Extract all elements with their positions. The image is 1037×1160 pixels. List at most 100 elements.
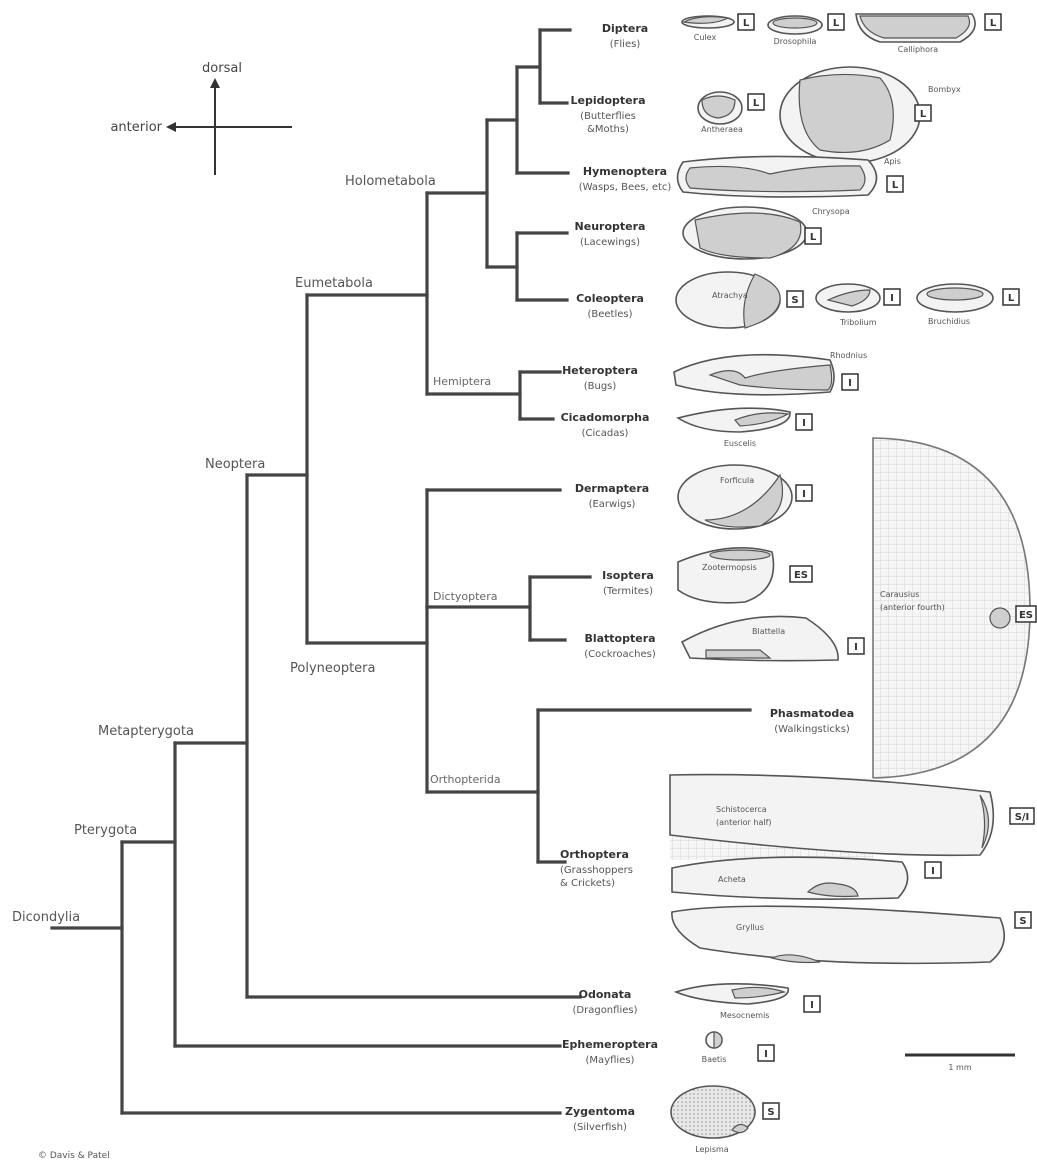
svg-text:Gryllus: Gryllus [736, 923, 764, 932]
svg-text:Baetis: Baetis [702, 1055, 727, 1064]
stage-box-zygentoma: S [762, 1102, 780, 1120]
svg-text:S: S [1019, 916, 1026, 927]
svg-text:L: L [892, 180, 899, 191]
carausius-label-2: (anterior fourth) [880, 603, 945, 612]
clade-dicondylia: Dicondylia [12, 910, 80, 925]
stage-box-diptera-3: L [984, 13, 1002, 31]
svg-text:ES: ES [1019, 610, 1033, 621]
svg-text:Cicadomorpha: Cicadomorpha [561, 411, 650, 424]
credit-text: © Davis & Patel [38, 1151, 110, 1160]
stage-box-phasmatodea: ES [1015, 605, 1037, 623]
phylogenetic-tree [50, 28, 752, 1115]
orientation-axes: dorsal anterior [110, 61, 292, 175]
svg-text:I: I [802, 489, 806, 500]
stage-box-hymenoptera: L [886, 175, 904, 193]
scale-bar: 1 mm [905, 1053, 1015, 1072]
svg-text:Calliphora: Calliphora [898, 45, 938, 54]
svg-text:Neuroptera: Neuroptera [575, 220, 646, 233]
svg-text:Blattoptera: Blattoptera [584, 632, 655, 645]
taxon-cicadomorpha: Cicadomorpha (Cicadas) [561, 411, 650, 439]
svg-text:(Earwigs): (Earwigs) [589, 499, 636, 510]
svg-text:(Butterflies: (Butterflies [580, 111, 636, 122]
taxon-diptera: Diptera (Flies) [602, 22, 648, 50]
egg-blattella: Blattella [680, 615, 839, 662]
taxon-isoptera: Isoptera (Termites) [602, 569, 654, 597]
svg-text:L: L [810, 232, 817, 243]
svg-text:Isoptera: Isoptera [602, 569, 654, 582]
clade-orthopterida: Orthopterida [430, 773, 501, 786]
svg-text:I: I [854, 642, 858, 653]
egg-mesocnemis: Mesocnemis [673, 983, 790, 1020]
egg-schistocerca: Schistocerca (anterior half) [669, 773, 995, 857]
taxon-blattoptera: Blattoptera (Cockroaches) [584, 632, 656, 660]
clade-polyneoptera: Polyneoptera [290, 661, 375, 676]
svg-text:Coleoptera: Coleoptera [576, 292, 644, 305]
egg-baetis: Baetis [702, 1031, 727, 1064]
egg-antheraea: Antheraea [697, 91, 743, 134]
svg-text:(Mayflies): (Mayflies) [586, 1055, 635, 1066]
stage-box-schistocerca: S/I [1009, 807, 1035, 825]
svg-text:(Flies): (Flies) [610, 39, 641, 50]
svg-text:Bombyx: Bombyx [928, 85, 961, 94]
egg-zootermopsis: Zootermopsis [677, 547, 775, 604]
stage-box-lepidoptera-1: L [747, 93, 765, 111]
taxon-neuroptera: Neuroptera (Lacewings) [575, 220, 646, 248]
egg-illustrations: Culex Drosophila Calliphora Antheraea Bo… [669, 13, 1006, 1154]
svg-text:Dermaptera: Dermaptera [575, 482, 649, 495]
svg-text:L: L [753, 98, 760, 109]
taxon-odonata: Odonata (Dragonflies) [573, 988, 638, 1016]
egg-bombyx: Bombyx [779, 66, 961, 164]
svg-text:(Cicadas): (Cicadas) [582, 428, 629, 439]
taxon-zygentoma: Zygentoma (Silverfish) [565, 1105, 635, 1133]
stage-box-diptera-1: L [737, 13, 755, 31]
svg-text:I: I [890, 293, 894, 304]
svg-text:(Lacewings): (Lacewings) [580, 237, 640, 248]
stage-box-coleoptera-3: L [1002, 288, 1020, 306]
stage-box-dermaptera: I [795, 484, 813, 502]
egg-lepisma: Lepisma [670, 1085, 756, 1154]
svg-text:Phasmatodea: Phasmatodea [770, 707, 854, 720]
svg-text:Euscelis: Euscelis [724, 439, 756, 448]
clade-eumetabola: Eumetabola [295, 276, 373, 291]
svg-text:(Walkingsticks): (Walkingsticks) [774, 724, 850, 735]
egg-forficula: Forficula [677, 464, 793, 530]
svg-text:L: L [833, 18, 840, 29]
stage-box-gryllus: S [1014, 911, 1032, 929]
svg-text:Bruchidius: Bruchidius [928, 317, 970, 326]
scale-bar-label: 1 mm [948, 1063, 971, 1072]
svg-text:Schistocerca: Schistocerca [716, 805, 767, 814]
clade-dictyoptera: Dictyoptera [433, 590, 497, 603]
svg-text:& Crickets): & Crickets) [560, 878, 615, 889]
clade-hemiptera: Hemiptera [433, 375, 491, 388]
svg-text:Apis: Apis [884, 157, 901, 166]
egg-apis: Apis [676, 155, 901, 198]
egg-chrysopa: Chrysopa [682, 206, 850, 260]
svg-text:(Dragonflies): (Dragonflies) [573, 1005, 638, 1016]
taxon-lepidoptera: Lepidoptera (Butterflies &Moths) [571, 94, 646, 135]
svg-text:I: I [810, 1000, 814, 1011]
svg-text:(Grasshoppers: (Grasshoppers [560, 865, 633, 876]
stage-box-isoptera: ES [789, 565, 813, 583]
svg-text:(anterior half): (anterior half) [716, 818, 772, 827]
svg-text:Ephemeroptera: Ephemeroptera [562, 1038, 658, 1051]
svg-text:&Moths): &Moths) [587, 124, 629, 135]
clade-neoptera: Neoptera [205, 457, 265, 472]
svg-text:Heteroptera: Heteroptera [562, 364, 638, 377]
svg-text:I: I [764, 1049, 768, 1060]
egg-atrachya: Atrachya [675, 271, 781, 329]
egg-tribolium: Tribolium [815, 283, 881, 327]
svg-text:I: I [931, 866, 935, 877]
svg-text:I: I [802, 418, 806, 429]
egg-euscelis: Euscelis [676, 407, 791, 448]
taxon-ephemeroptera: Ephemeroptera (Mayflies) [562, 1038, 658, 1066]
taxon-orthoptera: Orthoptera (Grasshoppers & Crickets) [560, 848, 633, 889]
svg-text:Lepisma: Lepisma [695, 1145, 729, 1154]
stage-box-coleoptera-2: I [883, 288, 901, 306]
svg-text:Rhodnius: Rhodnius [830, 351, 867, 360]
svg-text:I: I [848, 378, 852, 389]
svg-text:(Bugs): (Bugs) [584, 381, 617, 392]
egg-culex: Culex [681, 15, 735, 42]
egg-bruchidius: Bruchidius [916, 283, 994, 326]
clade-holometabola: Holometabola [345, 174, 436, 189]
